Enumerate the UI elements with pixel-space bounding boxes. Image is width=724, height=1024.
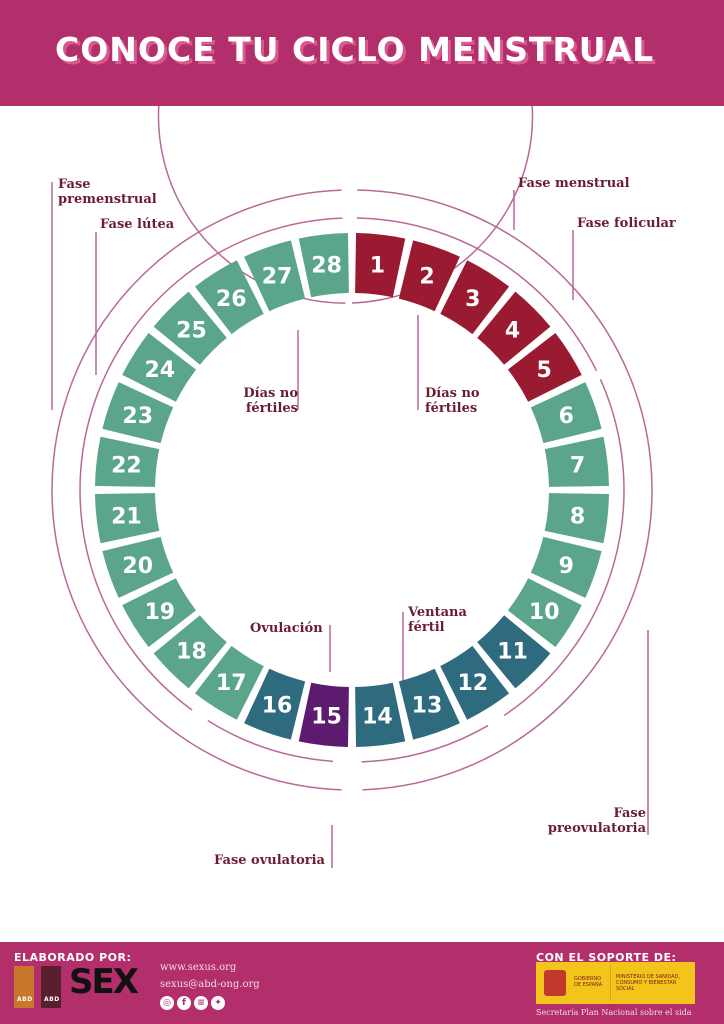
day-number-20: 20 xyxy=(122,554,153,579)
day-segment-24 xyxy=(122,332,197,402)
day-segment-13 xyxy=(398,668,460,740)
bracket-premenstrual xyxy=(51,189,342,791)
day-segment-19 xyxy=(122,578,197,648)
day-number-12: 12 xyxy=(457,671,488,696)
day-number-6: 6 xyxy=(559,404,574,429)
bracket-ovulatoria-left xyxy=(207,720,334,763)
abd-hashtag-logo: ABD xyxy=(41,966,61,1008)
day-number-25: 25 xyxy=(176,318,207,343)
day-segment-8 xyxy=(544,493,609,544)
twitter-icon[interactable]: ✦ xyxy=(211,996,225,1010)
day-segment-5 xyxy=(507,332,582,402)
day-segment-27 xyxy=(244,240,306,312)
day-number-17: 17 xyxy=(216,671,247,696)
day-segment-4 xyxy=(477,291,551,365)
day-number-16: 16 xyxy=(262,693,293,718)
day-number-5: 5 xyxy=(537,358,552,383)
label-preovulatoria: Fase preovulatoria xyxy=(547,806,646,836)
day-number-28: 28 xyxy=(311,253,342,278)
day-number-14: 14 xyxy=(362,705,393,730)
day-segment-2 xyxy=(398,240,460,312)
day-segment-17 xyxy=(194,645,264,720)
day-segment-6 xyxy=(530,382,602,444)
day-segment-21 xyxy=(95,493,160,544)
day-segment-7 xyxy=(544,436,609,487)
facebook-icon[interactable]: f xyxy=(177,996,191,1010)
day-number-4: 4 xyxy=(505,318,520,343)
day-segment-15 xyxy=(298,682,349,747)
day-segment-28 xyxy=(298,233,349,298)
day-segment-16 xyxy=(244,668,306,740)
day-number-7: 7 xyxy=(570,454,585,479)
day-segment-12 xyxy=(440,645,510,720)
inner-ring-line xyxy=(157,106,534,304)
secretaria-text: Secretaría Plan Nacional sobre el sida xyxy=(536,1008,692,1017)
bracket-menstrual xyxy=(356,217,598,372)
day-number-21: 21 xyxy=(111,504,142,529)
day-number-15: 15 xyxy=(311,705,342,730)
day-segment-11 xyxy=(477,615,551,689)
day-segment-1 xyxy=(355,233,406,298)
day-segment-25 xyxy=(153,291,227,365)
day-number-27: 27 xyxy=(262,265,293,290)
day-segment-22 xyxy=(95,436,160,487)
day-number-3: 3 xyxy=(465,287,480,312)
day-number-18: 18 xyxy=(176,640,207,665)
day-segment-23 xyxy=(102,382,174,444)
label-folicular: Fase folicular xyxy=(577,216,676,231)
bracket-folicular-end xyxy=(503,379,625,717)
label-menstrual: Fase menstrual xyxy=(518,176,630,191)
instagram-icon[interactable]: ◎ xyxy=(160,996,174,1010)
day-number-8: 8 xyxy=(570,504,585,529)
day-number-26: 26 xyxy=(216,287,247,312)
day-segment-18 xyxy=(153,615,227,689)
day-segment-3 xyxy=(440,260,510,335)
day-segment-10 xyxy=(507,578,582,648)
label-no-fertiles-left: Días no fértiles xyxy=(243,386,298,416)
made-by-label: ELABORADO POR: xyxy=(14,951,132,964)
abd-logo: ABD xyxy=(14,966,34,1008)
day-number-13: 13 xyxy=(412,693,443,718)
bracket-ovulatoria-right xyxy=(361,724,489,763)
day-number-23: 23 xyxy=(122,404,153,429)
day-segment-20 xyxy=(102,536,174,598)
label-ventana-fertil: Ventana fértil xyxy=(408,605,467,635)
spotify-icon[interactable]: ≡ xyxy=(194,996,208,1010)
day-number-19: 19 xyxy=(144,600,175,625)
day-number-24: 24 xyxy=(144,358,175,383)
label-no-fertiles-right: Días no fértiles xyxy=(425,386,480,416)
email-link[interactable]: sexus@abd-ong.org xyxy=(160,979,260,990)
sexus-logo: SEX xyxy=(69,962,139,1002)
day-segment-14 xyxy=(355,682,406,747)
gobierno-logo: GOBIERNO DE ESPAÑA MINISTERIO DE SANIDAD… xyxy=(536,962,695,1004)
page-title: CONOCE TU CICLO MENSTRUAL xyxy=(55,30,655,69)
day-number-11: 11 xyxy=(497,640,528,665)
header: CONOCE TU CICLO MENSTRUAL xyxy=(0,0,724,106)
day-segment-9 xyxy=(530,536,602,598)
day-number-1: 1 xyxy=(370,253,385,278)
coat-of-arms-icon xyxy=(544,970,566,996)
website-link[interactable]: www.sexus.org xyxy=(160,962,237,973)
bracket-preovulatoria xyxy=(357,189,653,791)
day-number-9: 9 xyxy=(559,554,574,579)
label-lutea: Fase lútea xyxy=(100,217,175,232)
day-segment-26 xyxy=(194,260,264,335)
label-premenstrual: Fase premenstrual xyxy=(58,177,157,207)
label-ovulacion: Ovulación xyxy=(250,621,323,636)
label-ovulatoria: Fase ovulatoria xyxy=(214,853,325,868)
day-number-22: 22 xyxy=(111,454,142,479)
day-number-2: 2 xyxy=(419,265,434,290)
bracket-lutea xyxy=(79,217,343,711)
support-label: CON EL SOPORTE DE: xyxy=(536,951,677,964)
day-number-10: 10 xyxy=(529,600,560,625)
